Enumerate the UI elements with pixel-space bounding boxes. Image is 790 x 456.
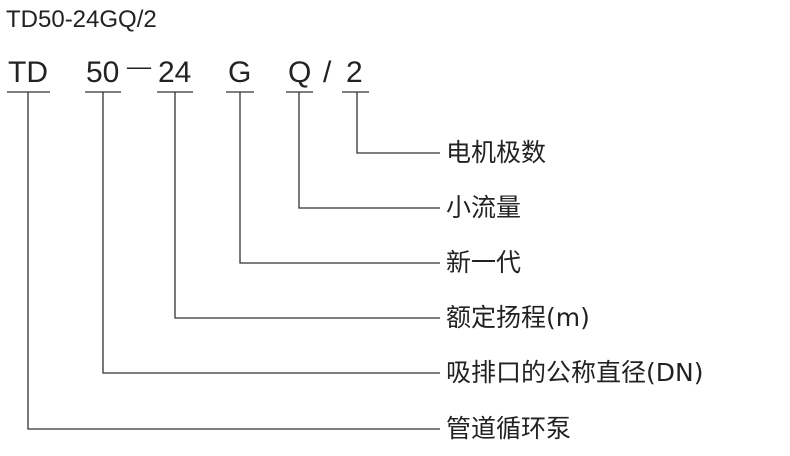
leader-g xyxy=(239,92,440,264)
code-dn: 50 xyxy=(86,56,120,89)
code-td: TD xyxy=(8,56,48,89)
code-q: Q xyxy=(288,56,312,89)
leader-q xyxy=(298,92,440,209)
label-poles: 电机极数 xyxy=(446,138,547,167)
label-q: 小流量 xyxy=(446,193,522,222)
code-g: G xyxy=(228,56,252,89)
code-head: 24 xyxy=(158,56,192,89)
code-poles: 2 xyxy=(346,56,363,89)
label-head: 额定扬程(m) xyxy=(446,303,590,332)
code-slash: / xyxy=(323,56,332,89)
model-title: TD50-24GQ/2 xyxy=(6,6,157,33)
leader-poles xyxy=(356,92,440,154)
code-dash: — xyxy=(126,54,152,79)
leader-head xyxy=(174,92,440,319)
label-g: 新一代 xyxy=(446,248,522,277)
leader-dn xyxy=(102,92,440,374)
label-dn: 吸排口的公称直径(DN) xyxy=(446,358,704,387)
leader-td xyxy=(27,92,440,430)
label-td: 管道循环泵 xyxy=(446,414,572,443)
